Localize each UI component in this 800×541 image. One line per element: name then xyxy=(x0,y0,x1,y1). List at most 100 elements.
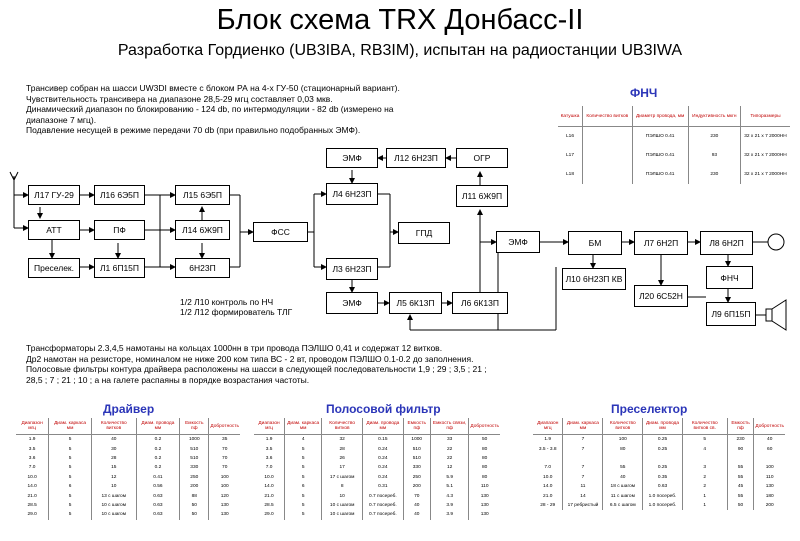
table-cell: ПЭЛШО 0.41 xyxy=(632,165,689,184)
table-cell: 28 xyxy=(321,444,364,454)
page-subtitle: Разработка Гордиенко (UB3IBA, RB3IM), ис… xyxy=(117,42,683,59)
table-cell: 55 xyxy=(727,472,755,482)
table-cell: 200 xyxy=(403,481,431,492)
block-6n23p: 6Н23П xyxy=(175,258,230,278)
table-cell: 3.6 xyxy=(254,453,286,464)
table-cell xyxy=(642,453,683,464)
table-cell: 11 с шагом xyxy=(602,491,644,501)
fnch-header-cell: Индуктивность мкгн xyxy=(688,106,741,127)
table-cell: 3.5 xyxy=(16,444,50,454)
table-cell: 510 xyxy=(403,444,431,454)
table-cell: 0.25 xyxy=(642,434,683,445)
speaker-symbol xyxy=(765,299,787,331)
block-l6: Л6 6К13П xyxy=(452,292,508,314)
table-cell: 130 xyxy=(220,502,229,508)
table-cell: 80 xyxy=(482,465,488,471)
table-cell: 5 xyxy=(48,453,92,464)
table-cell: 29.0 xyxy=(254,510,286,520)
table-cell: 2 xyxy=(682,472,728,482)
table-cell: 55 xyxy=(602,463,644,473)
table-cell: 0.7 посереб. xyxy=(362,510,404,520)
table-cell: L16 xyxy=(558,126,584,146)
table-cell: 130 xyxy=(480,493,489,499)
table-cell xyxy=(727,453,755,464)
table-cell: 40 xyxy=(403,500,431,511)
table-cell: 5 xyxy=(284,510,323,520)
table-cell: 1000 xyxy=(403,434,431,445)
table-cell: 5 xyxy=(48,510,92,520)
table-cell: 3 xyxy=(682,463,728,473)
table-cell: 10 с шагом xyxy=(321,500,364,511)
table-row xyxy=(533,453,785,464)
table-cell: 17 xyxy=(321,463,364,473)
table-cell: 5 xyxy=(284,472,323,482)
block-preselector: Преселек. xyxy=(28,258,80,278)
table-cell: 3.5 - 3.8 xyxy=(533,444,564,454)
table-cell: 0.7 посереб. xyxy=(362,491,404,501)
table-cell: ПЭЛШО 0.41 xyxy=(632,146,689,165)
table-cell: 100 xyxy=(220,474,229,480)
table-cell: 7 xyxy=(562,463,604,473)
block-l16: Л16 6Э5П xyxy=(94,185,145,205)
table-cell: 10 с шагом xyxy=(91,510,137,520)
table-cell: 40 xyxy=(91,434,137,445)
table-cell: 28 - 29 xyxy=(533,500,564,511)
table-cell: 32 x 21 x 7 2000НН xyxy=(744,172,787,177)
preselector-header-cell: Емкость пф xyxy=(727,418,755,435)
table-cell: 21.0 xyxy=(16,491,50,501)
table-cell: 33 xyxy=(430,434,470,445)
block-l8: Л8 6Н2П xyxy=(700,231,753,255)
table-cell: 0.63 xyxy=(136,500,181,511)
block-l15: Л15 6Э5П xyxy=(175,185,230,205)
table-cell: 32 xyxy=(321,434,364,445)
table-cell: 70 xyxy=(222,455,228,461)
note-line: Динамический диапазон по блокированию - … xyxy=(26,104,394,115)
table-cell: 230 xyxy=(688,126,741,146)
table-cell: 7.0 xyxy=(254,463,286,473)
preselector-header-cell: Диам. провода мм xyxy=(642,418,683,435)
table-cell: 7 xyxy=(562,444,604,454)
table-cell: 0.25 xyxy=(642,463,683,473)
table-cell: 100 xyxy=(220,484,229,490)
table-cell: 14.0 xyxy=(16,481,50,492)
table-cell: 1.9 xyxy=(16,434,50,445)
table-cell xyxy=(682,453,728,464)
table-cell: 0.24 xyxy=(362,444,404,454)
table-cell: 0.35 xyxy=(642,472,683,482)
control-note: 1/2 Л10 контроль по НЧ xyxy=(180,297,274,307)
table-cell: L18 xyxy=(558,165,584,184)
table-cell: 330 xyxy=(403,463,431,473)
table-cell: 6 xyxy=(284,481,323,492)
table-cell: 100 xyxy=(602,434,644,445)
table-cell xyxy=(533,453,564,464)
table-cell: 510 xyxy=(179,444,210,454)
table-cell: 130 xyxy=(480,512,489,518)
table-cell: 5 xyxy=(48,472,92,482)
table-cell: 110 xyxy=(765,474,774,480)
table-cell: 0.2 xyxy=(136,434,181,445)
table-cell: 17 с шагом xyxy=(321,472,364,482)
table-cell: 7.0 xyxy=(533,463,564,473)
table-cell: 130 xyxy=(220,512,229,518)
note-line: Чувствительность трансивера на диапазоне… xyxy=(26,93,333,104)
table-cell: L17 xyxy=(558,146,584,165)
fnch-header-cell: Типоразмеры xyxy=(740,106,790,127)
table-cell: 10.0 xyxy=(16,472,50,482)
table-cell: 40 xyxy=(602,472,644,482)
table-cell: 230 xyxy=(727,434,755,445)
table-cell: 4.3 xyxy=(430,491,470,501)
table-cell: 18 с шагом xyxy=(602,481,644,492)
table-cell xyxy=(582,126,633,146)
table-cell: 17 ребристый xyxy=(562,500,604,511)
